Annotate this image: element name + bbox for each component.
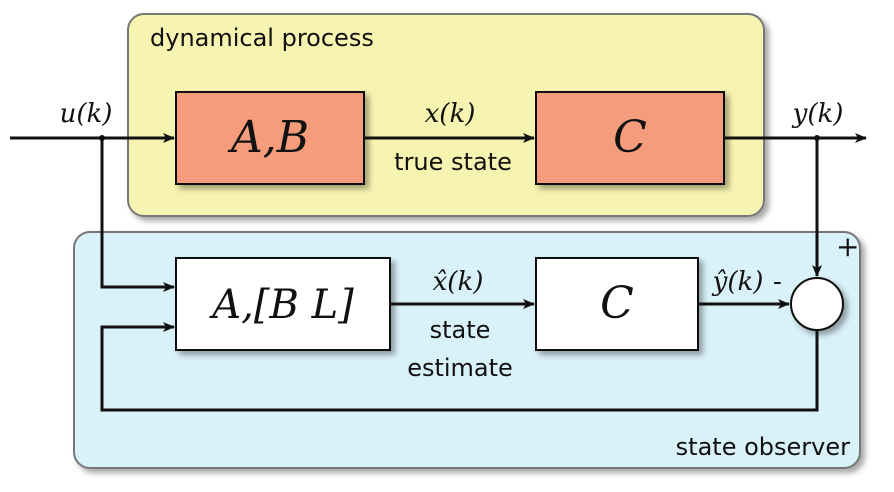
state-signal-label: x(k) [425,99,476,129]
output-branch-point [814,135,820,141]
process-dynamics-label: A,B [227,112,309,163]
state-estimate-label: x̂(k) [433,267,484,297]
plus-sign: + [836,230,859,263]
error-feedback-arrow [100,322,819,412]
observer-output-block [535,257,699,351]
input-branch-point [99,135,105,141]
output-signal-label: y(k) [792,99,844,129]
state-estimate-caption-line1: state [430,316,491,344]
state-observer-label: state observer [676,433,850,461]
process-dynamics-block [175,91,365,185]
process-output-label: C [613,112,647,163]
state-estimate-caption-line2: estimate [407,354,513,382]
input-signal-label: u(k) [60,99,113,129]
true-state-caption: true state [394,148,512,176]
summing-junction [790,277,844,331]
observer-dynamics-label: A,[B L] [208,282,354,328]
output-estimate-label: ŷ(k) [712,267,764,297]
minus-sign: - [773,267,782,297]
observer-output-label: C [600,278,634,329]
input-branch-arrow [100,138,175,292]
dynamical-process-label: dynamical process [150,24,374,52]
